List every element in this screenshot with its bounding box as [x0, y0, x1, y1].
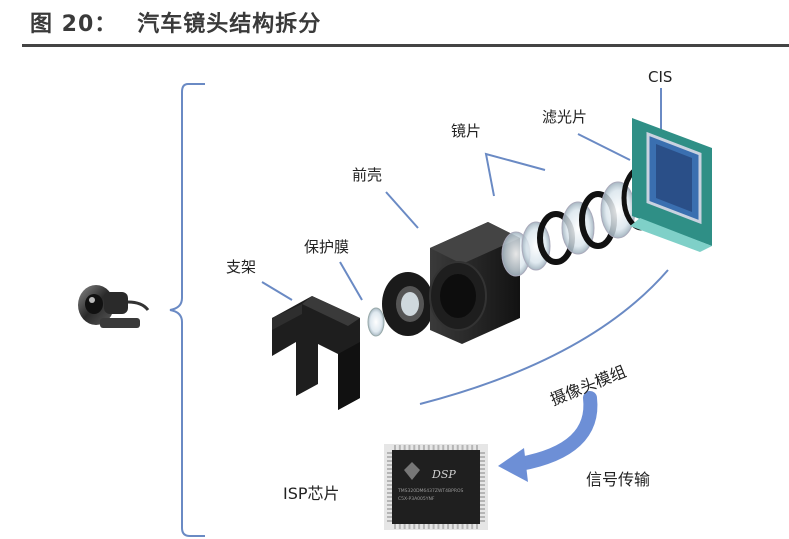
- isp-chip: [384, 444, 488, 530]
- title-rule: [22, 44, 789, 47]
- grouping-brace: [169, 83, 205, 537]
- leader-lens: [484, 152, 546, 197]
- label-isp-chip: ISP芯片: [283, 484, 340, 503]
- label-front-shell: 前壳: [352, 166, 383, 184]
- leader-filter: [577, 133, 631, 161]
- label-filter: 滤光片: [542, 108, 588, 126]
- leader-film: [339, 261, 363, 301]
- module-arc: [419, 269, 669, 405]
- chip-marking-2: C5X-P3A005YNF: [398, 496, 435, 502]
- leader-bracket: [261, 281, 293, 301]
- leader-front-shell: [385, 191, 419, 229]
- label-signal-transmission: 信号传输: [586, 470, 651, 489]
- chip-marking-1: TMS320DM6437ZWT4BPROS: [397, 488, 463, 494]
- front-shell-part: [429, 222, 520, 344]
- label-lens: 镜片: [451, 122, 482, 140]
- figure-title: 图 20： 汽车镜头结构拆分: [30, 6, 321, 38]
- bracket-part: [272, 296, 360, 410]
- cis-part: [630, 118, 712, 252]
- protective-film-part: [367, 307, 385, 337]
- lens-stack-part: [501, 181, 636, 277]
- label-cis: CIS: [648, 68, 673, 86]
- signal-arrow: [498, 391, 598, 482]
- label-protective-film: 保护膜: [304, 238, 350, 256]
- label-bracket: 支架: [226, 258, 257, 276]
- figure-number: 图 20：: [30, 12, 118, 37]
- retaining-ring-part: [382, 272, 434, 336]
- figure-title-text: 汽车镜头结构拆分: [137, 12, 322, 37]
- chip-brand: DSP: [431, 468, 456, 481]
- car-camera-thumbnail: [78, 285, 150, 328]
